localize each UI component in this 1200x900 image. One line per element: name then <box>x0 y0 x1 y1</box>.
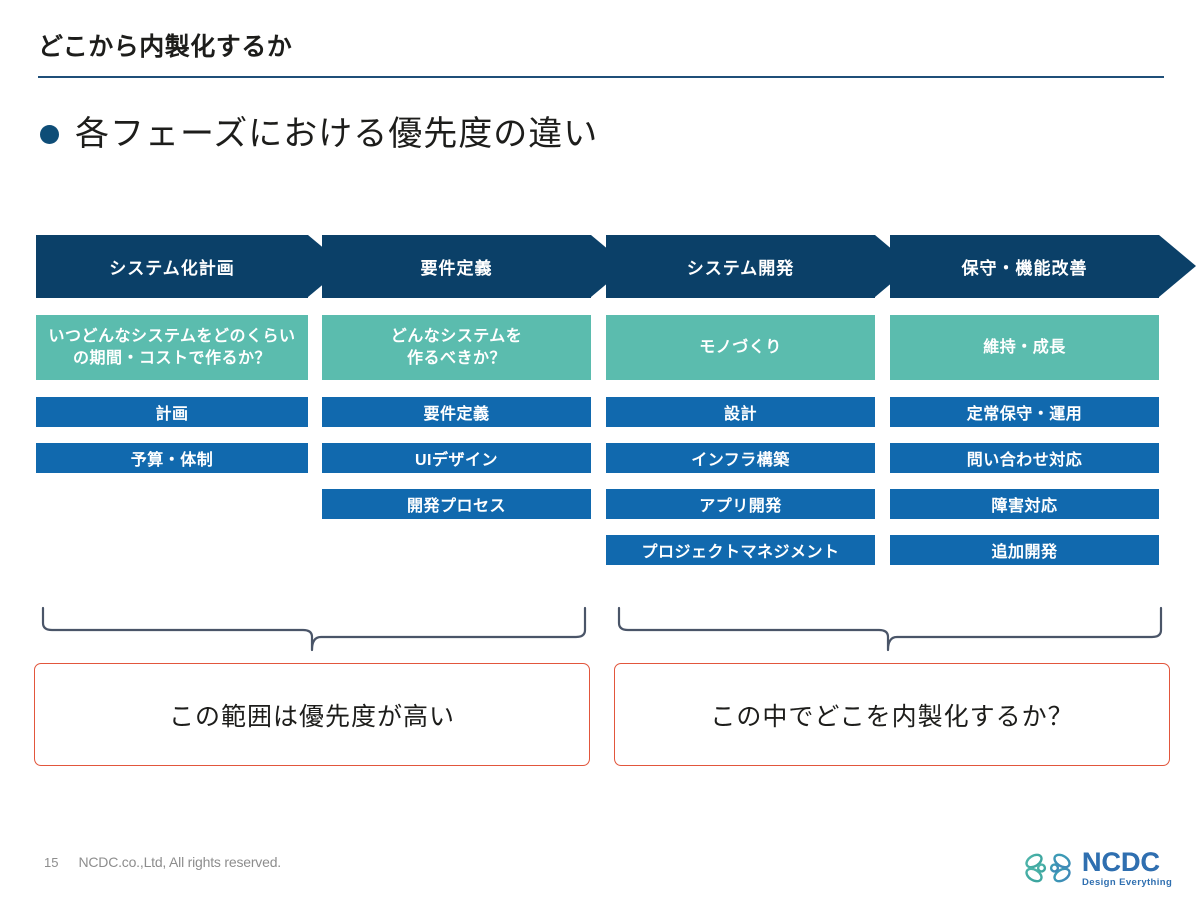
phase-header-chevron-4: 保守・機能改善 <box>890 235 1196 298</box>
brace-left <box>40 605 588 653</box>
bullet-icon <box>40 125 59 145</box>
subtitle-row: 各フェーズにおける優先度の違い <box>40 115 599 153</box>
phase-item: アプリ開発 <box>606 489 875 519</box>
page-number: 15 <box>44 855 59 870</box>
phase-column-2: 要件定義 どんなシステムを 作るべきか？ 要件定義 UIデザイン 開発プロセス <box>322 235 628 535</box>
subtitle-text: 各フェーズにおける優先度の違い <box>75 115 599 153</box>
phase-summary-line-2: 作るべきか？ <box>406 349 506 367</box>
phase-header-chevron-3: システム開発 <box>606 235 912 298</box>
ncdc-logo: NCDC Design Everything <box>1024 845 1176 891</box>
phase-header-label: 保守・機能改善 <box>961 259 1088 278</box>
page-title: どこから内製化するか <box>38 33 293 61</box>
phase-header-chevron-2: 要件定義 <box>322 235 628 298</box>
logo-tagline: Design Everything <box>1082 876 1173 888</box>
phase-item: 障害対応 <box>890 489 1159 519</box>
phase-item: 設計 <box>606 397 875 427</box>
phase-column-3: システム開発 モノづくり 設計 インフラ構築 アプリ開発 プロジェクトマネジメン… <box>606 235 912 581</box>
phase-item: 追加開発 <box>890 535 1159 565</box>
brace-icon <box>617 606 1163 652</box>
phase-item: 問い合わせ対応 <box>890 443 1159 473</box>
copyright-text: NCDC.co.,Ltd, All rights reserved. <box>78 854 281 870</box>
phase-header-label: システム開発 <box>686 259 795 278</box>
phase-summary-1: いつどんなシステムをどのくらいの期間・コストで作るか？ <box>36 315 308 380</box>
logo-word: NCDC <box>1082 848 1172 876</box>
phase-item: インフラ構築 <box>606 443 875 473</box>
phase-item: 定常保守・運用 <box>890 397 1159 427</box>
ncdc-flower-icon <box>1025 853 1071 883</box>
phase-column-1: システム化計画 いつどんなシステムをどのくらいの期間・コストで作るか？ 計画 予… <box>36 235 345 489</box>
phase-summary-2: どんなシステムを 作るべきか？ <box>322 315 591 380</box>
phase-summary-line-1: どんなシステムを <box>390 327 523 345</box>
phase-item: UIデザイン <box>322 443 591 473</box>
callout-insourcing: この中でどこを内製化するか？ <box>614 663 1170 766</box>
phase-item: 計画 <box>36 397 308 427</box>
footer: 15 NCDC.co.,Ltd, All rights reserved. <box>44 854 281 870</box>
phase-item: 要件定義 <box>322 397 591 427</box>
phase-column-4: 保守・機能改善 維持・成長 定常保守・運用 問い合わせ対応 障害対応 追加開発 <box>890 235 1196 581</box>
phase-header-chevron-1: システム化計画 <box>36 235 345 298</box>
phase-item: プロジェクトマネジメント <box>606 535 875 565</box>
brace-right <box>616 605 1164 653</box>
phase-header-label: システム化計画 <box>109 259 235 278</box>
phase-header-label: 要件定義 <box>420 259 493 278</box>
phase-summary-3: モノづくり <box>606 315 875 380</box>
title-divider <box>38 76 1164 78</box>
phase-item: 予算・体制 <box>36 443 308 473</box>
ncdc-wordmark: NCDC Design Everything <box>1082 848 1173 888</box>
brace-icon <box>41 606 587 652</box>
phase-summary-4: 維持・成長 <box>890 315 1159 380</box>
phase-item: 開発プロセス <box>322 489 591 519</box>
callout-priority: この範囲は優先度が高い <box>34 663 590 766</box>
